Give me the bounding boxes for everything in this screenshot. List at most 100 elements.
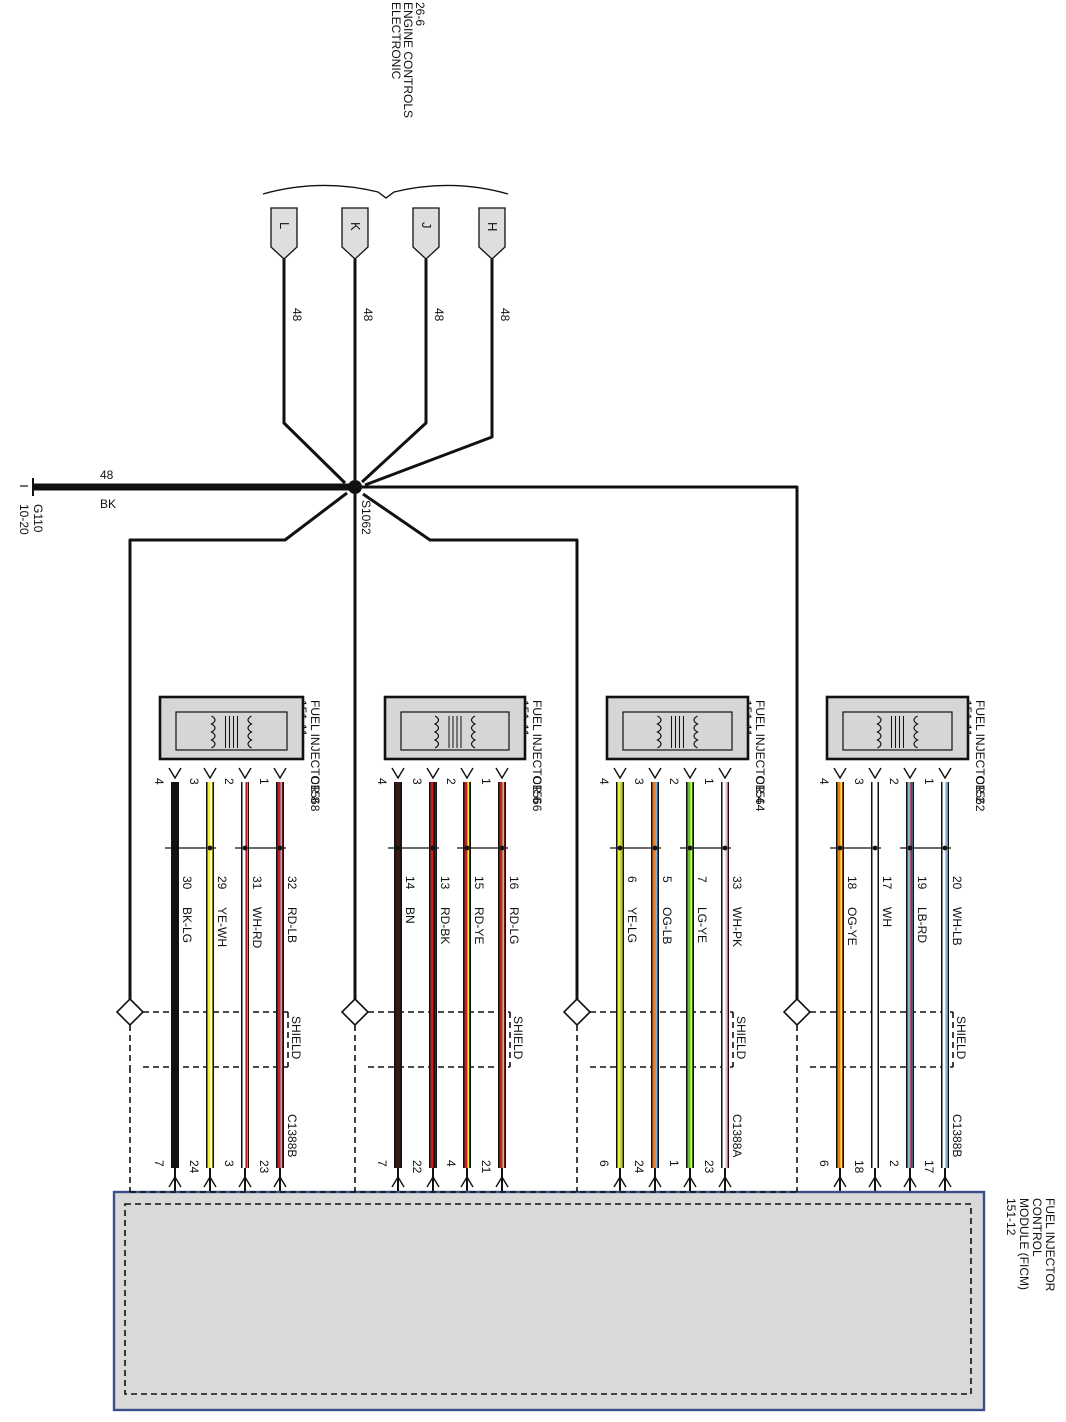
module-pin: 24 — [187, 1160, 201, 1174]
circuit-number: 19 — [915, 876, 929, 890]
wire-base-color — [277, 782, 283, 1168]
ficm-label-line: FUEL INJECTOR — [1043, 1198, 1057, 1292]
wire-base-color — [722, 782, 728, 1168]
connector-k: K 48 — [341, 207, 375, 322]
shield: SHIELD — [115, 997, 303, 1068]
wire-color-code: WH-PK — [730, 907, 744, 947]
pin-chevron — [613, 767, 627, 780]
connector-body — [478, 207, 506, 260]
injector-inner — [175, 711, 288, 751]
ecm-label-line: ELECTRONIC — [389, 2, 403, 80]
shield: SHIELD — [782, 997, 968, 1068]
coil-icon — [210, 715, 253, 749]
wire-base-color — [464, 782, 470, 1168]
connector-brace — [262, 184, 509, 199]
injector-pin: 2 — [444, 778, 458, 785]
drop-wire-injector-4 — [362, 492, 579, 1000]
wire-base-color — [907, 782, 913, 1168]
pin-chevron — [648, 767, 662, 780]
wire-number: 48 — [290, 308, 304, 322]
injector-group: FUEL INJECTOR 8151-11C1568C1388BSHIELD43… — [115, 695, 322, 1239]
module-connector: C1388B — [950, 1114, 964, 1157]
injector-body — [383, 695, 527, 761]
circuit-number: 15 — [472, 876, 486, 890]
wire-base-color — [652, 782, 658, 1168]
module-pin: 18 — [852, 1160, 866, 1174]
coil-winding — [210, 715, 216, 749]
pair-node — [172, 845, 178, 851]
injector-connector: C1566 — [530, 776, 544, 812]
drop-wire-injector-8 — [128, 491, 348, 1000]
ficm-label-line: CONTROL — [1030, 1198, 1044, 1257]
shield-diamond — [115, 997, 145, 1027]
shield: SHIELD — [562, 997, 748, 1068]
wire-stripe-color — [945, 782, 947, 1168]
connector-l: L48 — [270, 207, 304, 322]
module-pin: 1 — [667, 1160, 681, 1167]
wire-stripe-color — [280, 782, 282, 1168]
pin-chevron — [868, 767, 882, 780]
injector-pin: 3 — [852, 778, 866, 785]
module-pin: 23 — [702, 1160, 716, 1174]
coil-winding — [876, 715, 882, 749]
injector-name: FUEL INJECTOR 4 — [753, 700, 767, 804]
injector-body — [605, 695, 750, 761]
pin-chevron — [238, 767, 252, 780]
wire-number: 48 — [498, 308, 512, 322]
ground-ref: 10-20 — [17, 504, 31, 535]
pin-chevron — [903, 767, 917, 780]
pin-chevron — [426, 767, 440, 780]
circuit-number: 32 — [285, 876, 299, 890]
connector-j: J48 — [412, 207, 446, 322]
ficm-label-line: MODULE (FICM) — [1017, 1198, 1031, 1290]
wire-stripe-color — [502, 782, 504, 1168]
connector-letter: J — [419, 222, 434, 229]
injector-name: FUEL INJECTOR 6 — [530, 700, 544, 804]
module-pin: 21 — [479, 1160, 493, 1174]
ecm-label-line: 26-6 — [413, 2, 427, 26]
wire-base-color — [942, 782, 948, 1168]
wire-base-color — [242, 782, 248, 1168]
injector-group: FUEL INJECTOR 4151-11C1564C1388ASHIELD46… — [562, 695, 767, 1239]
coil-icon — [433, 715, 477, 749]
injector-pin: 2 — [667, 778, 681, 785]
wire-color-code: RD-YE — [472, 907, 486, 944]
wire-color-code: BN — [403, 907, 417, 924]
injector-pin: 1 — [479, 778, 493, 785]
wire-wh: 317WH18INJ + — [852, 767, 894, 1239]
module-pin: 3 — [222, 1160, 236, 1167]
module-pin: 23 — [257, 1160, 271, 1174]
wire-stripe-color — [433, 782, 435, 1168]
wire-base-color — [430, 782, 436, 1168]
injector-pin: 2 — [887, 778, 901, 785]
connector-letter: K — [348, 222, 363, 231]
circuit-number: 20 — [950, 876, 964, 890]
ground-wire-number: 48 — [100, 468, 114, 482]
wire-color-code: LG-YE — [695, 907, 709, 943]
coil-winding — [693, 715, 699, 749]
pair-node — [277, 845, 283, 851]
wire-base-color — [837, 782, 843, 1168]
injector-pin: 3 — [632, 778, 646, 785]
wire-number: 48 — [361, 308, 375, 322]
pair-node — [837, 845, 843, 851]
wire-color-code: WH-LB — [950, 907, 964, 946]
wire-stripe-color — [655, 782, 657, 1168]
injector-pin: 1 — [922, 778, 936, 785]
wire-stripe-color — [690, 782, 692, 1168]
injector-name: FUEL INJECTOR 2 — [973, 700, 987, 804]
injector-connector: C1568 — [308, 776, 322, 812]
wire-color-code: YE-WH — [215, 907, 229, 947]
pair-node — [652, 845, 658, 851]
injector-inner — [400, 711, 510, 751]
pair-node — [499, 845, 505, 851]
circuit-number: 14 — [403, 876, 417, 890]
